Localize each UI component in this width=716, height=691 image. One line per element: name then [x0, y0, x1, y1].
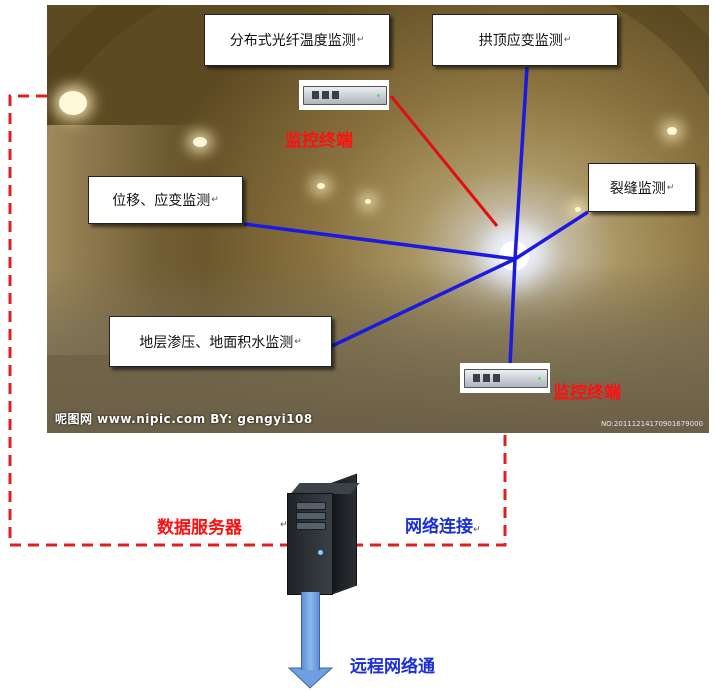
callout-fiber-temperature-text: 分布式光纤温度监测 — [230, 30, 356, 50]
blue-line-displacement — [244, 224, 515, 259]
callout-seepage-text: 地层渗压、地面积水监测 — [139, 332, 293, 352]
label-monitor-terminal-bottom: 监控终端 — [553, 378, 621, 403]
paragraph-mark-icon: ↵ — [564, 35, 572, 45]
blue-line-terminal — [510, 259, 515, 366]
paragraph-mark-icon: ↵ — [667, 183, 675, 193]
paragraph-mark-icon: ↵ — [357, 35, 365, 45]
arrow-down-icon — [289, 668, 332, 688]
callout-crack: 裂缝监测↵ — [588, 163, 696, 212]
label-network-connection-text: 网络连接 — [405, 517, 473, 537]
callout-fiber-temperature: 分布式光纤温度监测↵ — [204, 14, 390, 66]
paragraph-mark-icon: ↵ — [294, 337, 302, 347]
label-remote-network: 远程网络通 — [350, 652, 435, 677]
paragraph-mark-icon: ↵ — [280, 520, 288, 530]
label-network-connection: 网络连接↵ — [405, 512, 481, 537]
callout-arch-strain: 拱顶应变监测↵ — [432, 14, 618, 66]
callout-displacement-strain: 位移、应变监测↵ — [88, 176, 243, 224]
rack-server-icon — [299, 80, 389, 110]
callout-arch-strain-text: 拱顶应变监测 — [479, 30, 563, 50]
arrow-down-shaft — [301, 592, 320, 670]
paragraph-mark-icon: ↵ — [211, 195, 219, 205]
blue-line-crack — [515, 212, 588, 259]
label-data-server: 数据服务器 — [157, 513, 242, 538]
rack-server-icon — [460, 363, 550, 393]
callout-seepage: 地层渗压、地面积水监测↵ — [109, 316, 332, 367]
tower-server-icon — [287, 483, 357, 593]
callout-displacement-strain-text: 位移、应变监测 — [112, 190, 210, 210]
label-monitor-terminal-top: 监控终端 — [285, 126, 353, 151]
callout-crack-text: 裂缝监测 — [610, 178, 666, 198]
paragraph-mark-icon: ↵ — [473, 525, 481, 535]
blue-line-seepage — [332, 259, 515, 346]
blue-line-arch — [515, 67, 527, 259]
red-monitor-line — [391, 96, 497, 226]
